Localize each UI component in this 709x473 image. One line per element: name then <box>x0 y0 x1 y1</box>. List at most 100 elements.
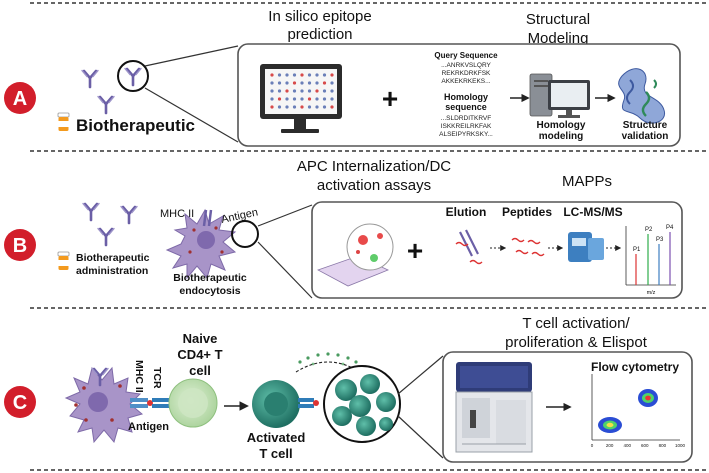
panel-a-box <box>237 43 681 147</box>
protein-structure-icon <box>618 68 666 124</box>
monitor-dot <box>270 81 274 85</box>
svg-text:600: 600 <box>641 443 649 448</box>
monitor-icon <box>260 64 342 133</box>
monitor-dot <box>307 81 312 85</box>
monitor-dot <box>300 97 304 101</box>
flow-title: Flow cytometry <box>591 360 679 374</box>
monitor-dot <box>270 73 274 77</box>
mhc-molecule-c <box>130 398 148 402</box>
badge-a <box>4 82 36 114</box>
peak-label-p4: P4 <box>666 225 674 231</box>
monitor-dot <box>315 105 319 109</box>
monitor-dot <box>285 81 289 85</box>
monitor-dot <box>292 73 297 77</box>
monitor-dot <box>277 81 282 85</box>
flow-cytometer-icon <box>455 362 533 453</box>
panel-b-box <box>311 201 683 299</box>
monitor-dot <box>300 105 304 109</box>
monitor-dot <box>330 73 334 77</box>
monitor-dot <box>322 73 327 77</box>
badge-c <box>4 386 36 418</box>
monitor-dot <box>277 73 282 77</box>
svg-text:0: 0 <box>591 443 594 448</box>
monitor-dot <box>270 89 274 93</box>
monitor-dot <box>315 97 319 101</box>
mhc-label-c: MHC II <box>133 360 145 393</box>
svg-text:200: 200 <box>606 443 614 448</box>
monitor-dot <box>292 81 297 85</box>
zoom-circle-b <box>231 220 259 248</box>
title-mapps: MAPPs <box>562 173 612 190</box>
monitor-dot <box>277 97 282 101</box>
peak-label-p3: P3 <box>656 237 664 243</box>
tcr-label-c: TCR <box>151 367 163 389</box>
badge-b <box>4 229 36 261</box>
mass-spectrum: P1 P2 P3 P4 m/z <box>625 225 676 296</box>
apc-cell-c <box>64 366 144 444</box>
antibody-icons-b <box>81 202 139 247</box>
monitor-dot <box>300 73 304 77</box>
proliferating-cells <box>332 374 396 436</box>
apc-cell-b <box>165 208 237 280</box>
monitor-dot <box>322 105 327 109</box>
step-peptides: Peptides <box>502 205 552 219</box>
monitor-dot <box>330 89 334 93</box>
monitor-dot <box>315 73 319 77</box>
monitor-dot <box>285 73 289 77</box>
zoom-circle-a <box>117 60 149 92</box>
query-heading: Query Sequence <box>434 51 498 60</box>
drug-bottle-icon-b <box>57 251 70 271</box>
badge-b-letter: B <box>13 235 27 257</box>
monitor-dot <box>307 105 312 109</box>
badge-c-letter: C <box>13 392 27 414</box>
drug-label-a: Biotherapeutic <box>76 116 195 135</box>
cytokine-dots <box>298 352 358 366</box>
monitor-dot <box>307 73 312 77</box>
monitor-dot <box>285 105 289 109</box>
mass-spec-icon <box>568 232 604 262</box>
monitor-dot <box>277 105 282 109</box>
elution-icon <box>455 229 483 265</box>
plus-icon-a: + <box>382 83 398 114</box>
monitor-dot <box>307 97 312 101</box>
monitor-dot <box>277 89 282 93</box>
drug-bottle-icon <box>57 112 70 132</box>
peak-label-p2: P2 <box>645 227 653 233</box>
monitor-dot <box>330 81 334 85</box>
svg-text:800: 800 <box>659 443 667 448</box>
monitor-dot <box>307 89 312 93</box>
flow-x-ticks: 0 200 400 600 800 1000 <box>591 443 686 448</box>
monitor-dot <box>292 89 297 93</box>
mz-axis-label: m/z <box>647 290 656 296</box>
monitor-dot <box>270 105 274 109</box>
monitor-dot <box>285 97 289 101</box>
monitor-dot <box>300 89 304 93</box>
svg-text:400: 400 <box>623 443 631 448</box>
plus-icon-b: + <box>407 235 423 266</box>
monitor-dot <box>285 89 289 93</box>
peptides-icon <box>511 237 545 257</box>
monitor-dot <box>315 81 319 85</box>
monitor-dot <box>330 105 334 109</box>
step-elution: Elution <box>446 205 487 219</box>
monitor-dot <box>322 81 327 85</box>
computer-icon <box>529 73 590 118</box>
peak-label-p1: P1 <box>633 247 641 253</box>
monitor-dot <box>330 97 334 101</box>
step-lcms: LC-MS/MS <box>563 205 622 219</box>
monitor-dot <box>292 97 297 101</box>
